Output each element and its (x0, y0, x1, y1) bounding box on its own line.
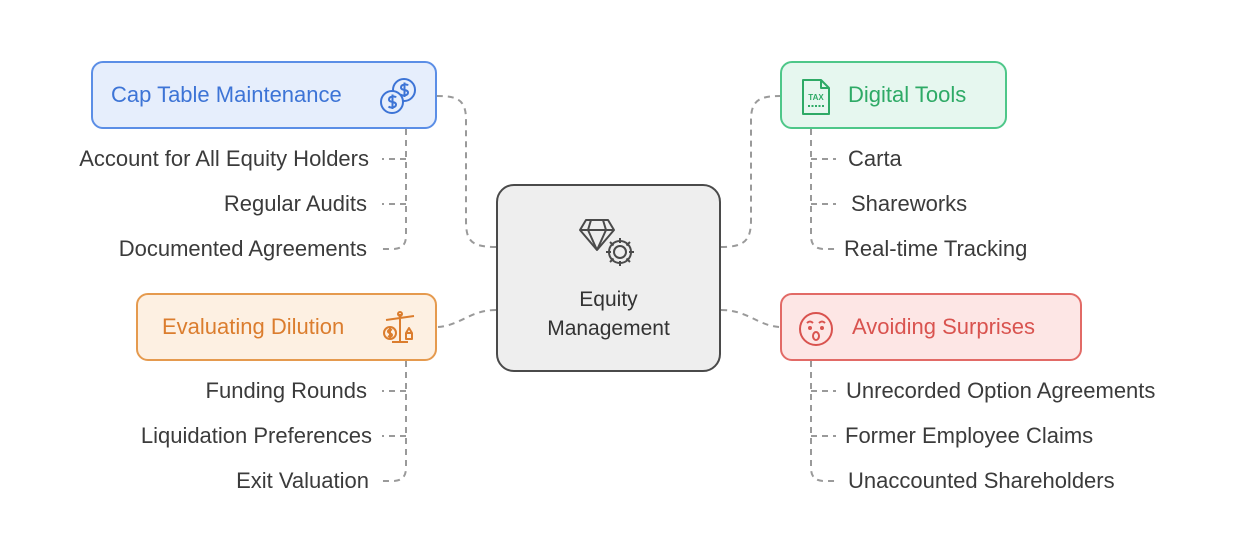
link-center-evaluating-dilution (436, 309, 497, 328)
link-center-digital-tools (720, 95, 781, 248)
center-label: Equity Management (547, 287, 670, 340)
avoiding-surprises-item-2: Former Employee Claims (845, 423, 1094, 448)
topic-title: Cap Table Maintenance (111, 82, 342, 107)
link-cap-table-children (382, 129, 407, 250)
link-center-avoiding-surprises (720, 309, 781, 328)
topic-title: Digital Tools (848, 82, 967, 107)
diamond-gear-icon (576, 214, 642, 277)
link-avoiding-surprises-children (810, 361, 836, 482)
cap-table-item-3: Documented Agreements (118, 236, 367, 261)
evaluating-dilution-item-3: Exit Valuation (236, 468, 369, 493)
center-node: Equity Management (496, 184, 721, 372)
link-center-cap-table (436, 95, 497, 248)
digital-tools-item-3: Real-time Tracking (844, 236, 1028, 261)
balance-scale-icon (381, 309, 419, 352)
topic-digital-tools: TAX Digital Tools (780, 61, 1007, 129)
avoiding-surprises-item-1: Unrecorded Option Agreements (846, 378, 1156, 403)
cap-table-item-1: Account for All Equity Holders (79, 146, 369, 171)
tax-icon-label: TAX (808, 93, 824, 102)
avoiding-surprises-item-3: Unaccounted Shareholders (848, 468, 1115, 493)
topic-evaluating-dilution: Evaluating Dilution (136, 293, 437, 361)
topic-title: Avoiding Surprises (852, 314, 1036, 339)
evaluating-dilution-item-1: Funding Rounds (205, 378, 367, 403)
topic-avoiding-surprises: Avoiding Surprises (780, 293, 1082, 361)
surprised-face-icon (796, 309, 836, 354)
topic-cap-table-maintenance: Cap Table Maintenance (91, 61, 437, 129)
tax-document-icon: TAX (800, 77, 832, 122)
topic-title: Evaluating Dilution (162, 314, 345, 339)
digital-tools-item-1: Carta (848, 146, 902, 171)
link-digital-tools-children (810, 129, 836, 250)
digital-tools-item-2: Shareworks (851, 191, 968, 216)
link-evaluating-dilution-children (382, 361, 407, 482)
cap-table-item-2: Regular Audits (223, 191, 367, 216)
evaluating-dilution-item-2: Liquidation Preferences (140, 423, 372, 448)
dollar-coins-icon (379, 76, 419, 121)
